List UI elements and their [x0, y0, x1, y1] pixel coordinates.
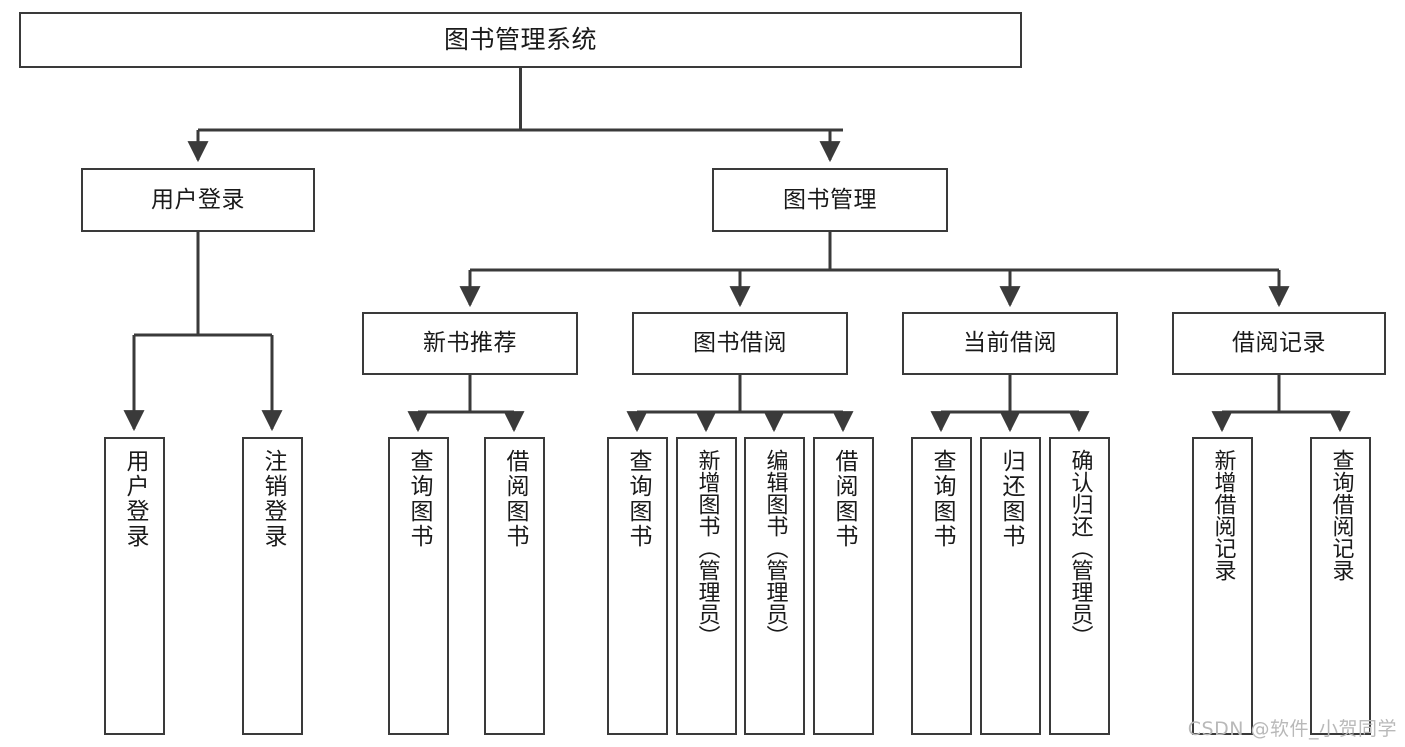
- node-leaf-add-borrow-record[interactable]: 新增借阅记录: [1192, 437, 1253, 735]
- node-borrow-records[interactable]: 借阅记录: [1172, 312, 1386, 375]
- node-label: 查询图书: [406, 449, 432, 549]
- node-label: 图书借阅: [693, 330, 787, 357]
- node-label: 借阅图书: [831, 449, 857, 549]
- node-leaf-logout[interactable]: 注销登录: [242, 437, 303, 735]
- node-leaf-user-login[interactable]: 用户登录: [104, 437, 165, 735]
- node-leaf-borrow-book-recommend[interactable]: 借阅图书: [484, 437, 545, 735]
- node-label: 确认归还（管理员）: [1067, 449, 1093, 647]
- node-label: 查询借阅记录: [1328, 449, 1354, 581]
- node-user-login[interactable]: 用户登录: [81, 168, 315, 232]
- node-leaf-query-book-current[interactable]: 查询图书: [911, 437, 972, 735]
- node-leaf-query-book-borrow[interactable]: 查询图书: [607, 437, 668, 735]
- node-book-borrow[interactable]: 图书借阅: [632, 312, 848, 375]
- node-leaf-query-book-recommend[interactable]: 查询图书: [388, 437, 449, 735]
- node-label: 借阅记录: [1232, 330, 1326, 357]
- node-current-borrow[interactable]: 当前借阅: [902, 312, 1118, 375]
- node-new-book-recommend[interactable]: 新书推荐: [362, 312, 578, 375]
- node-label: 当前借阅: [963, 330, 1057, 357]
- node-label: 新增借阅记录: [1210, 449, 1236, 581]
- node-label: 编辑图书（管理员）: [762, 449, 788, 647]
- node-leaf-borrow-book[interactable]: 借阅图书: [813, 437, 874, 735]
- node-label: 归还图书: [998, 449, 1024, 549]
- watermark: CSDN @软件_小贺同学: [1187, 718, 1397, 740]
- node-leaf-query-borrow-record[interactable]: 查询借阅记录: [1310, 437, 1371, 735]
- node-label: 借阅图书: [502, 449, 528, 549]
- node-label: 图书管理系统: [443, 24, 597, 54]
- node-label: 注销登录: [260, 449, 286, 549]
- node-label: 新增图书（管理员）: [694, 449, 720, 647]
- node-leaf-add-book-admin[interactable]: 新增图书（管理员）: [676, 437, 737, 735]
- node-book-management[interactable]: 图书管理: [712, 168, 948, 232]
- node-label: 图书管理: [783, 186, 877, 213]
- node-label: 查询图书: [625, 449, 651, 549]
- node-leaf-return-book[interactable]: 归还图书: [980, 437, 1041, 735]
- node-leaf-confirm-return-admin[interactable]: 确认归还（管理员）: [1049, 437, 1110, 735]
- node-leaf-edit-book-admin[interactable]: 编辑图书（管理员）: [744, 437, 805, 735]
- node-root-system[interactable]: 图书管理系统: [19, 12, 1022, 68]
- node-label: 新书推荐: [423, 330, 517, 357]
- node-label: 查询图书: [929, 449, 955, 549]
- node-label: 用户登录: [122, 449, 148, 549]
- node-label: 用户登录: [151, 186, 245, 213]
